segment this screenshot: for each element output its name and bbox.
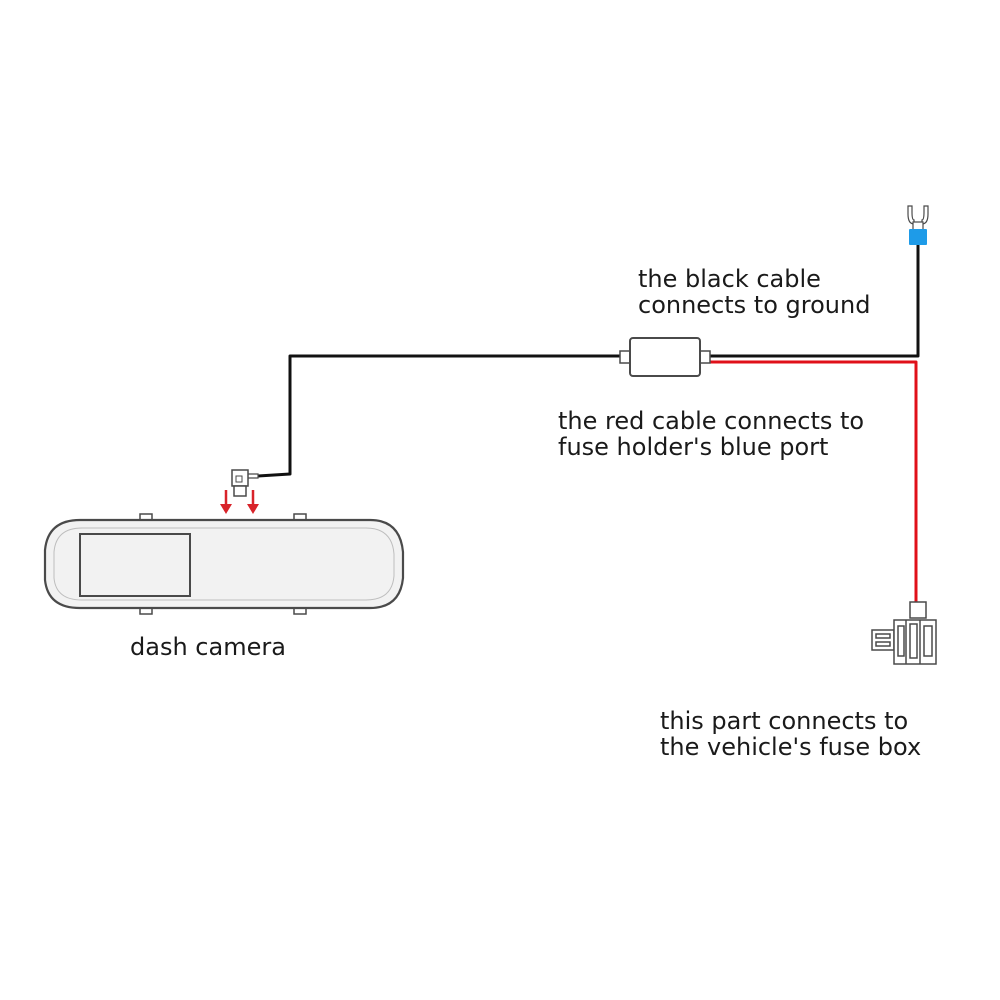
red-cable-to-fuse — [702, 360, 918, 602]
fuse-box-label: this part connects to the vehicle's fuse… — [660, 708, 921, 760]
fuse-box-label-line-2: the vehicle's fuse box — [660, 733, 922, 761]
fuse-tap-icon — [871, 601, 937, 665]
ground-terminal-icon — [907, 205, 929, 245]
red-cable-label-line-2: fuse holder's blue port — [558, 433, 829, 461]
black-cable-label-line-2: connects to ground — [638, 291, 871, 319]
black-cable-label: the black cable connects to ground — [638, 266, 870, 318]
black-cable-to-converter — [257, 354, 628, 478]
dash-camera-label-text: dash camera — [130, 633, 286, 661]
insert-arrow-icon — [220, 490, 259, 514]
camera-plug-icon — [231, 469, 259, 497]
converter-box — [619, 337, 711, 377]
red-cable-label-line-1: the red cable connects to — [558, 407, 865, 435]
black-cable-label-line-1: the black cable — [638, 265, 821, 293]
dash-camera-icon — [43, 513, 405, 615]
dash-camera-label: dash camera — [130, 634, 286, 660]
red-cable-label: the red cable connects to fuse holder's … — [558, 408, 864, 460]
fuse-box-label-line-1: this part connects to — [660, 707, 909, 735]
black-cable-to-ground — [702, 244, 920, 358]
